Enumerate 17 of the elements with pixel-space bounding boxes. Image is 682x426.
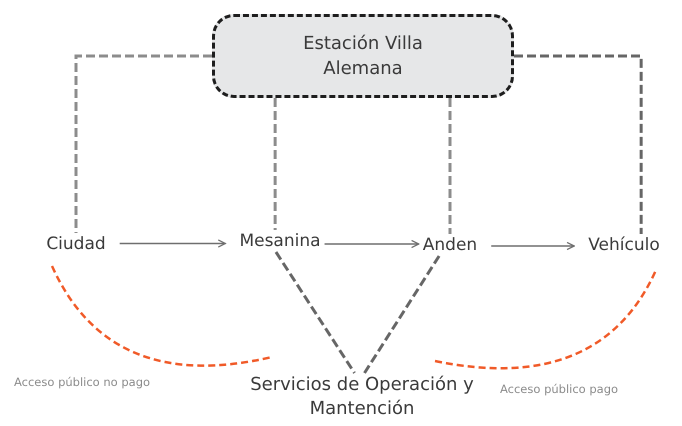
access-label: Acceso público no pago	[14, 375, 150, 389]
station-box: Estación Villa Alemana	[212, 14, 514, 98]
dashed-connector	[514, 54, 643, 234]
stage-label: Anden	[422, 234, 478, 256]
dashed-connector	[274, 98, 277, 230]
stage-label: Vehículo	[588, 234, 660, 256]
access-label: Acceso público pago	[500, 382, 618, 396]
dashed-connector	[448, 98, 452, 234]
dashed-connector	[274, 251, 356, 374]
arrow	[491, 242, 575, 250]
stage-label: Mesanina	[239, 230, 321, 252]
dashed-connector	[363, 255, 440, 374]
stage-label: Ciudad	[46, 233, 106, 255]
dashed-connector	[74, 54, 212, 233]
stage-label: Servicios de Operación y Mantención	[237, 373, 487, 421]
arrow	[120, 239, 226, 248]
arrow	[324, 240, 420, 248]
